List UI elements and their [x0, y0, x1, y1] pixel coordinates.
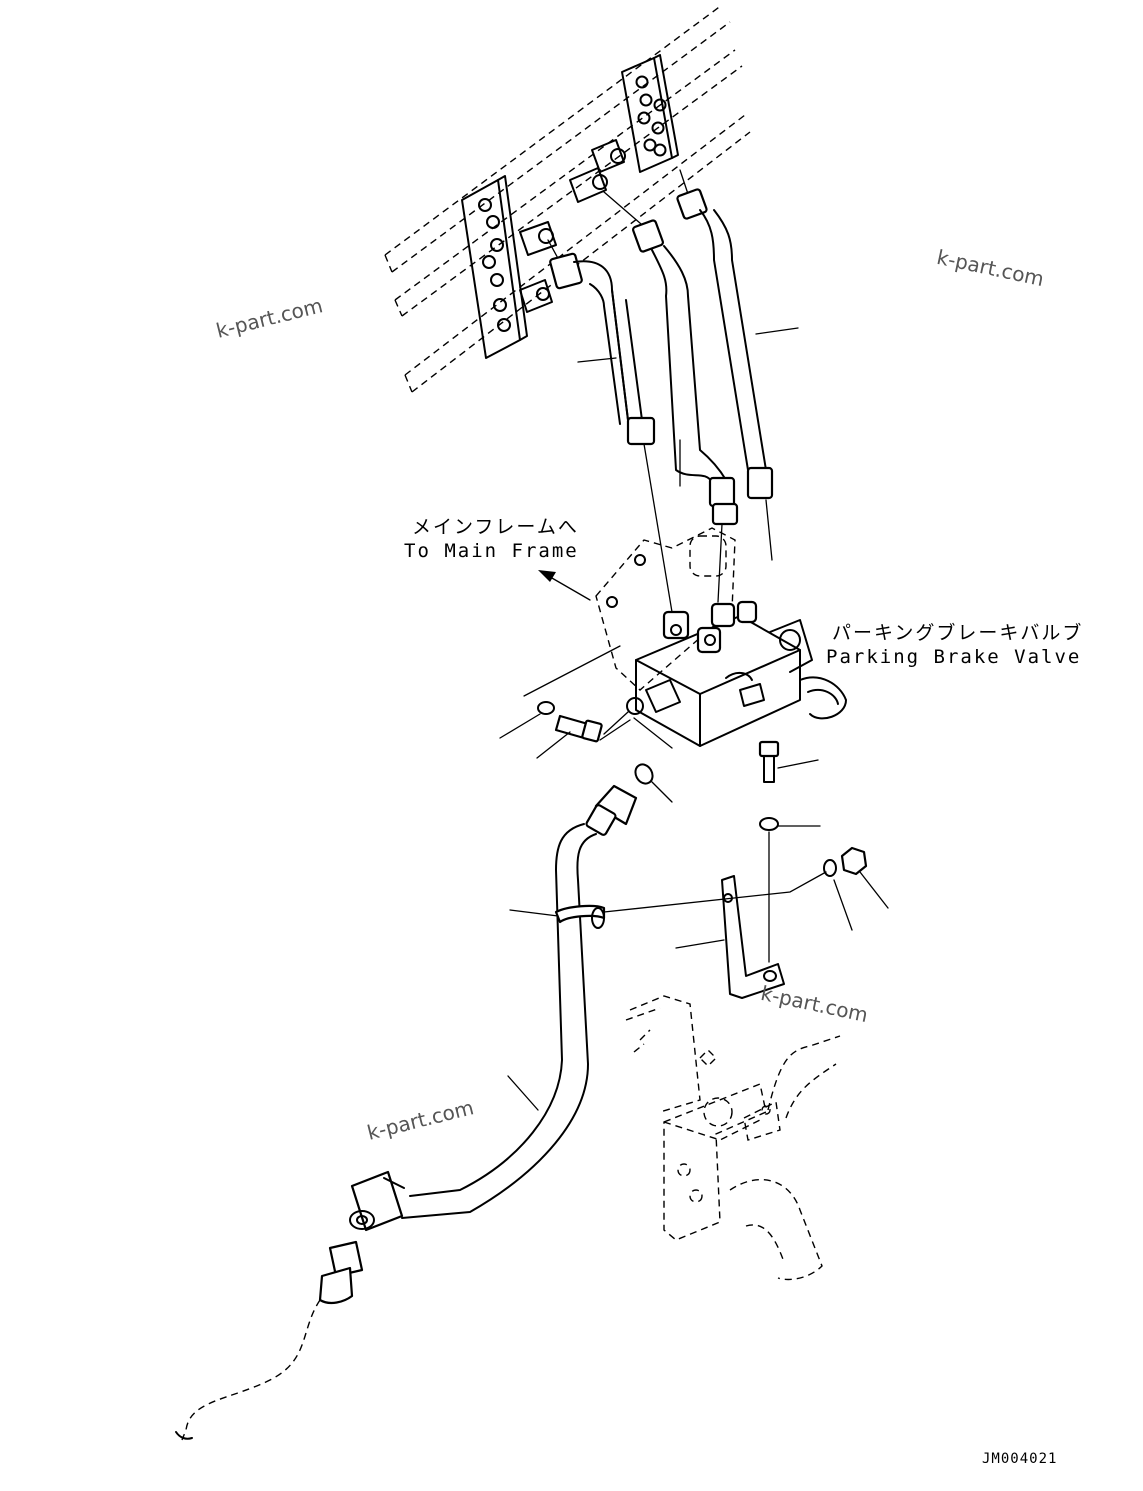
- main-frame-arrow: [538, 570, 591, 601]
- valve-label-jp: パーキングブレーキバルブ: [832, 622, 1084, 644]
- valve-bolt-and-washer: [499, 645, 673, 803]
- fitting-leaders: [547, 169, 691, 263]
- left-manifold-block: [461, 175, 528, 359]
- main-frame-label-en: To Main Frame: [404, 540, 579, 562]
- tee-fitting: [349, 1170, 405, 1232]
- drawing-code: JM004021: [982, 1451, 1058, 1467]
- hose-middle: [632, 219, 739, 603]
- valve-label-en: Parking Brake Valve: [826, 646, 1082, 668]
- long-tube: [401, 784, 638, 1219]
- l-bracket: [603, 871, 827, 999]
- hose-left: [549, 252, 677, 637]
- main-frame-label-jp: メインフレームへ: [412, 516, 579, 538]
- lower-connector: [175, 1240, 364, 1441]
- hose-right: [676, 188, 799, 561]
- parking-brake-valve: [626, 600, 847, 747]
- bracket-hardware: [758, 740, 889, 963]
- right-manifold-block: [621, 54, 679, 173]
- transmission-housing: [625, 995, 841, 1281]
- main-frame-rails: [384, 4, 751, 393]
- frame-fittings: [519, 139, 626, 313]
- valve-bracket-plate: [595, 527, 736, 691]
